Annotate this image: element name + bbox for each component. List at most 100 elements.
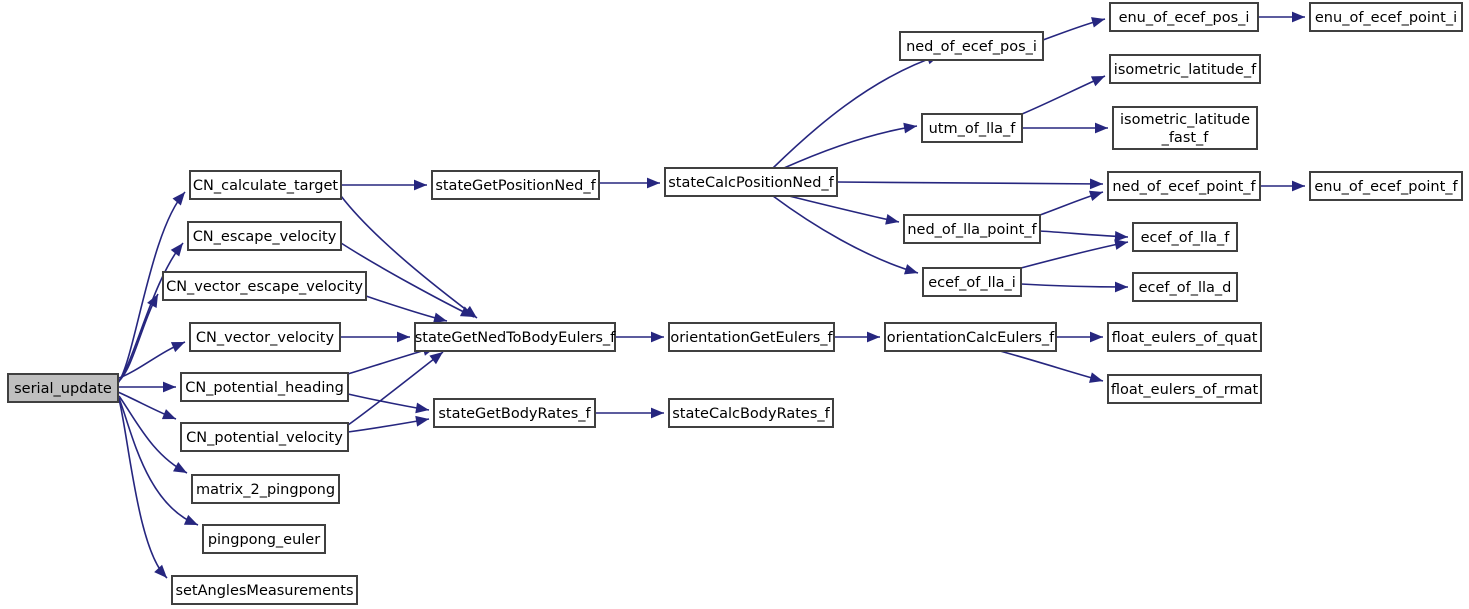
node-label: ned_of_ecef_point_f (1112, 179, 1256, 195)
node-box[interactable] (1107, 171, 1261, 201)
node-box[interactable] (7, 373, 119, 403)
node-label: CN_vector_escape_velocity (166, 279, 363, 295)
node-box[interactable] (433, 398, 596, 428)
arrowhead-icon (1292, 180, 1305, 192)
node-box[interactable] (1107, 322, 1262, 352)
node-isometric_latitude_fast_f[interactable]: isometric_latitude_fast_f (1112, 106, 1258, 150)
node-stateCalcBodyRates_f[interactable]: stateCalcBodyRates_f (668, 398, 834, 428)
node-isometric_latitude_f[interactable]: isometric_latitude_f (1109, 54, 1261, 84)
arrowhead-icon (414, 179, 427, 191)
node-CN_escape_velocity[interactable]: CN_escape_velocity (187, 221, 342, 251)
node-label: pingpong_euler (208, 532, 320, 548)
node-box[interactable] (1112, 106, 1258, 150)
node-orientationGetEulers_f[interactable]: orientationGetEulers_f (668, 322, 835, 352)
node-box[interactable] (189, 170, 342, 200)
node-box[interactable] (1132, 222, 1238, 252)
node-stateGetPositionNed_f[interactable]: stateGetPositionNed_f (431, 170, 600, 200)
node-stateGetNedToBodyEulers_f[interactable]: stateGetNedToBodyEulers_f (414, 322, 616, 352)
node-box[interactable] (180, 372, 349, 402)
node-label: float_eulers_of_quat (1112, 330, 1258, 346)
node-box[interactable] (1132, 272, 1238, 302)
arrowhead-icon (1089, 178, 1103, 190)
node-box[interactable] (1309, 171, 1463, 201)
node-ned_of_lla_point_f[interactable]: ned_of_lla_point_f (903, 214, 1041, 244)
edge-serial_update-to-CN_escape_velocity (117, 242, 184, 383)
node-matrix_2_pingpong[interactable]: matrix_2_pingpong (191, 474, 340, 504)
edge-CN_escape_velocity-to-stateGetNedToBodyEulers_f (340, 242, 475, 318)
node-CN_calculate_target[interactable]: CN_calculate_target (189, 170, 342, 200)
node-utm_of_lla_f[interactable]: utm_of_lla_f (921, 113, 1023, 143)
node-box[interactable] (187, 221, 342, 251)
node-box[interactable] (884, 322, 1057, 352)
arrowhead-icon (161, 409, 176, 420)
node-label: setAnglesMeasurements (175, 583, 353, 599)
arrowhead-icon (415, 402, 429, 414)
edge-utm_of_lla_f-to-isometric_latitude_fast_f (1022, 122, 1108, 134)
edge-stateCalcPositionNed_f-to-ecef_of_lla_i (772, 195, 919, 275)
arrowhead-icon (1114, 281, 1128, 293)
node-box[interactable] (191, 474, 340, 504)
node-label: serial_update (14, 381, 112, 397)
node-box[interactable] (1109, 54, 1261, 84)
node-ecef_of_lla_f[interactable]: ecef_of_lla_f (1132, 222, 1238, 252)
node-orientationCalcEulers_f[interactable]: orientationCalcEulers_f (884, 322, 1057, 352)
edge-serial_update-to-pingpong_euler (118, 397, 199, 526)
node-box[interactable] (668, 398, 834, 428)
node-label: CN_potential_velocity (186, 430, 343, 446)
node-setAnglesMeasurements[interactable]: setAnglesMeasurements (171, 575, 358, 605)
edge-utm_of_lla_f-to-isometric_latitude_f (1021, 75, 1106, 115)
node-box[interactable] (171, 575, 358, 605)
arrowhead-icon (433, 312, 447, 324)
node-box[interactable] (903, 214, 1041, 244)
node-ecef_of_lla_d[interactable]: ecef_of_lla_d (1132, 272, 1238, 302)
edge-serial_update-to-matrix_2_pingpong (118, 395, 188, 474)
arrowhead-icon (647, 177, 660, 189)
node-ned_of_ecef_pos_i[interactable]: ned_of_ecef_pos_i (899, 31, 1044, 61)
node-float_eulers_of_quat[interactable]: float_eulers_of_quat (1107, 322, 1262, 352)
node-box[interactable] (1107, 374, 1262, 404)
node-label: float_eulers_of_rmat (1111, 382, 1259, 398)
node-box[interactable] (899, 31, 1044, 61)
edge-serial_update-to-CN_potential_velocity (117, 391, 177, 420)
node-label: CN_potential_heading (185, 380, 344, 396)
node-float_eulers_of_rmat[interactable]: float_eulers_of_rmat (1107, 374, 1262, 404)
node-box[interactable] (202, 524, 326, 554)
node-CN_potential_velocity[interactable]: CN_potential_velocity (180, 422, 349, 452)
edge-orientationCalcEulers_f-to-float_eulers_of_quat (1056, 331, 1103, 343)
arrowhead-icon (173, 461, 187, 473)
node-stateCalcPositionNed_f[interactable]: stateCalcPositionNed_f (664, 167, 838, 197)
node-box[interactable] (1109, 2, 1259, 32)
node-box[interactable] (189, 322, 341, 352)
arrowhead-icon (651, 407, 664, 419)
node-ecef_of_lla_i[interactable]: ecef_of_lla_i (922, 267, 1022, 297)
arrowhead-icon (1114, 230, 1128, 242)
node-box[interactable] (431, 170, 600, 200)
node-CN_vector_escape_velocity[interactable]: CN_vector_escape_velocity (162, 271, 367, 301)
node-box[interactable] (1309, 2, 1463, 32)
node-ned_of_ecef_point_f[interactable]: ned_of_ecef_point_f (1107, 171, 1261, 201)
node-serial_update[interactable]: serial_update (7, 373, 119, 403)
node-pingpong_euler[interactable]: pingpong_euler (202, 524, 326, 554)
node-box[interactable] (664, 167, 838, 197)
node-label: CN_calculate_target (193, 178, 338, 194)
node-box[interactable] (162, 271, 367, 301)
node-label: orientationGetEulers_f (670, 330, 833, 346)
node-box[interactable] (180, 422, 349, 452)
node-box[interactable] (921, 113, 1023, 143)
edge-stateCalcPositionNed_f-to-ned_of_lla_point_f (788, 195, 900, 225)
node-stateGetBodyRates_f[interactable]: stateGetBodyRates_f (433, 398, 596, 428)
node-label: enu_of_ecef_point_f (1314, 179, 1458, 195)
edge-ecef_of_lla_i-to-ecef_of_lla_f (1020, 239, 1129, 269)
node-CN_potential_heading[interactable]: CN_potential_heading (180, 372, 349, 402)
node-box[interactable] (668, 322, 835, 352)
node-enu_of_ecef_point_i[interactable]: enu_of_ecef_point_i (1309, 2, 1463, 32)
node-box[interactable] (414, 322, 616, 352)
node-CN_vector_velocity[interactable]: CN_vector_velocity (189, 322, 341, 352)
edge-stateCalcPositionNed_f-to-ned_of_ecef_pos_i (772, 54, 941, 169)
edge-ned_of_ecef_point_f-to-enu_of_ecef_point_f (1260, 180, 1305, 192)
node-enu_of_ecef_point_f[interactable]: enu_of_ecef_point_f (1309, 171, 1463, 201)
node-box[interactable] (922, 267, 1022, 297)
node-enu_of_ecef_pos_i[interactable]: enu_of_ecef_pos_i (1109, 2, 1259, 32)
arrowhead-icon (1292, 11, 1305, 23)
